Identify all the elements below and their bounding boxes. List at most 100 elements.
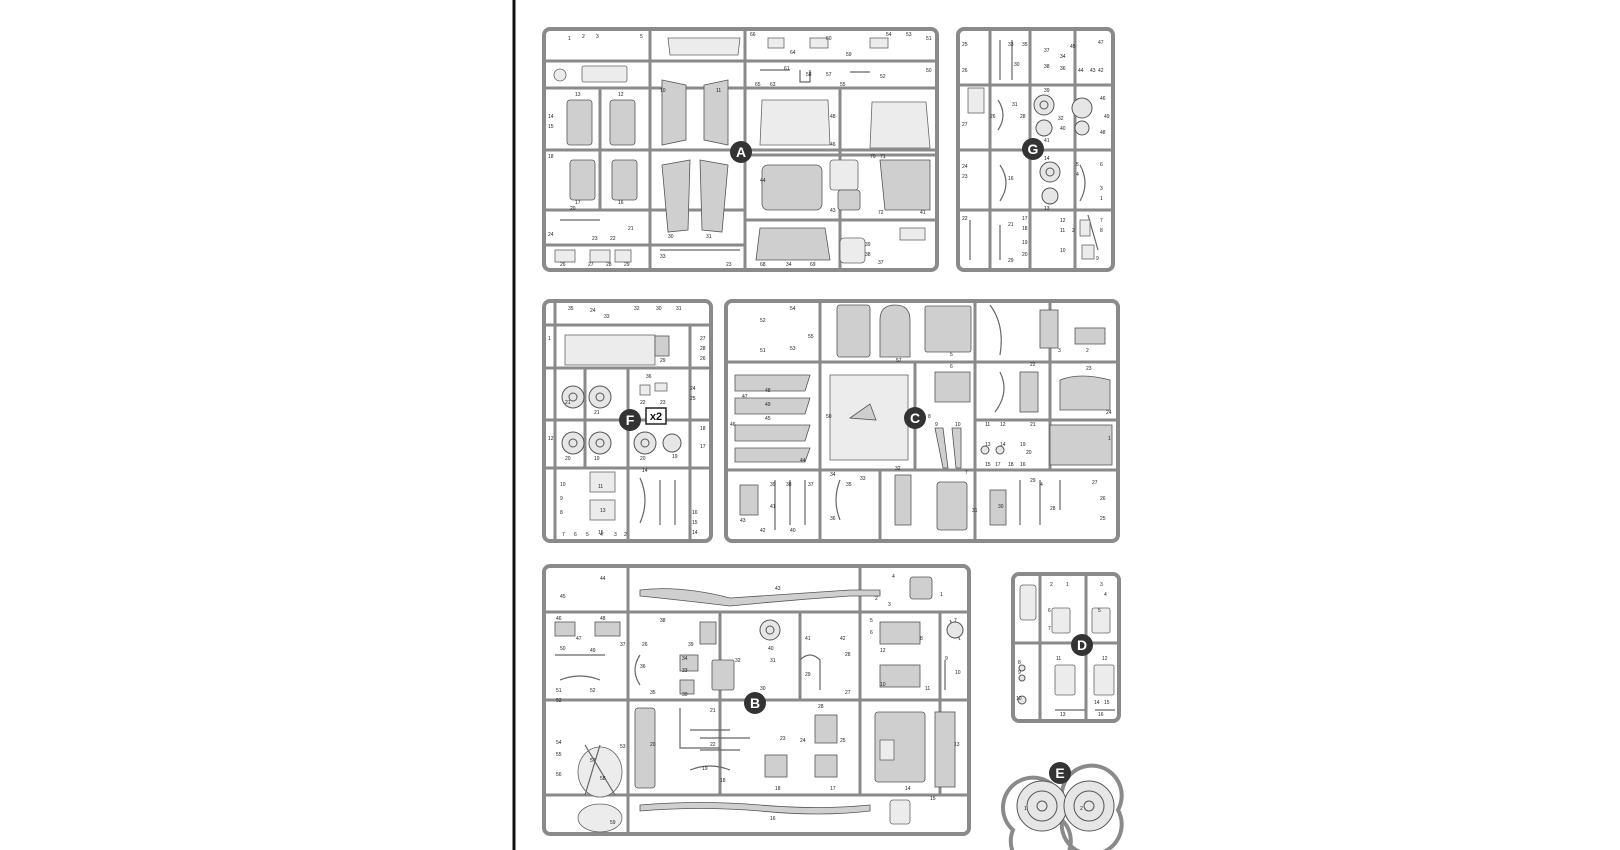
svg-text:17: 17 <box>700 444 706 450</box>
svg-text:28: 28 <box>1050 506 1056 512</box>
svg-text:15: 15 <box>692 520 698 526</box>
svg-text:48: 48 <box>830 114 836 120</box>
svg-text:72: 72 <box>878 210 884 216</box>
svg-text:19: 19 <box>1022 240 1028 246</box>
svg-text:11: 11 <box>716 88 721 94</box>
svg-text:9: 9 <box>945 656 948 662</box>
svg-text:49: 49 <box>590 648 596 654</box>
svg-text:43: 43 <box>775 586 781 592</box>
svg-text:20: 20 <box>1026 450 1032 456</box>
sprue-e-label: E <box>1049 762 1071 784</box>
svg-text:11: 11 <box>925 686 930 692</box>
svg-text:5: 5 <box>640 34 643 40</box>
svg-text:55: 55 <box>840 82 846 88</box>
svg-text:70: 70 <box>870 154 876 160</box>
svg-text:49: 49 <box>765 402 771 408</box>
svg-text:48: 48 <box>765 388 771 394</box>
svg-text:57: 57 <box>590 758 596 764</box>
svg-text:13: 13 <box>1060 712 1066 718</box>
svg-text:1: 1 <box>548 336 551 342</box>
svg-text:12: 12 <box>1000 422 1006 428</box>
svg-text:33: 33 <box>860 476 866 482</box>
svg-text:10: 10 <box>660 88 666 94</box>
svg-text:28: 28 <box>700 346 706 352</box>
svg-text:69: 69 <box>810 262 816 268</box>
sprue-f-multiplier-badge: x2 <box>650 411 662 423</box>
svg-text:43: 43 <box>1090 68 1096 74</box>
svg-text:53: 53 <box>620 744 626 750</box>
svg-text:18: 18 <box>548 154 554 160</box>
svg-text:21: 21 <box>628 226 634 232</box>
svg-text:24: 24 <box>800 738 806 744</box>
svg-text:27: 27 <box>700 336 706 342</box>
svg-text:7: 7 <box>965 470 968 476</box>
svg-text:33: 33 <box>682 668 688 674</box>
svg-text:2: 2 <box>1072 228 1075 234</box>
svg-text:37: 37 <box>878 260 884 266</box>
svg-text:4: 4 <box>892 574 895 580</box>
svg-text:14: 14 <box>548 114 554 120</box>
svg-text:24: 24 <box>1106 410 1112 416</box>
svg-text:26: 26 <box>560 262 566 268</box>
sprue-g-letter: G <box>1028 141 1039 157</box>
svg-text:54: 54 <box>886 32 892 38</box>
svg-text:21: 21 <box>594 410 600 416</box>
svg-text:39: 39 <box>865 242 871 248</box>
sprue-f-label: F x2 <box>619 407 667 431</box>
svg-text:41: 41 <box>920 210 926 216</box>
svg-text:23: 23 <box>592 236 598 242</box>
svg-text:35: 35 <box>650 690 656 696</box>
svg-text:35: 35 <box>568 306 574 312</box>
svg-text:1: 1 <box>568 36 571 42</box>
svg-text:27: 27 <box>962 122 968 128</box>
svg-text:48: 48 <box>1100 130 1106 136</box>
svg-text:65: 65 <box>755 82 761 88</box>
svg-text:31: 31 <box>972 508 978 514</box>
svg-text:12: 12 <box>618 92 624 98</box>
svg-text:30: 30 <box>998 504 1004 510</box>
svg-text:29: 29 <box>805 672 811 678</box>
svg-text:14: 14 <box>1044 156 1050 162</box>
svg-text:1: 1 <box>1100 196 1103 202</box>
svg-text:27: 27 <box>588 262 594 268</box>
svg-text:40: 40 <box>768 646 774 652</box>
svg-text:25: 25 <box>1100 516 1106 522</box>
svg-text:63: 63 <box>770 82 776 88</box>
svg-text:48: 48 <box>600 616 606 622</box>
svg-text:30: 30 <box>760 686 766 692</box>
svg-text:38: 38 <box>1044 64 1050 70</box>
svg-text:23: 23 <box>962 174 968 180</box>
svg-text:39: 39 <box>770 482 776 488</box>
svg-text:54: 54 <box>790 306 796 312</box>
svg-text:6: 6 <box>1048 608 1051 614</box>
svg-text:50: 50 <box>826 414 832 420</box>
svg-text:11: 11 <box>1056 656 1061 662</box>
svg-text:36: 36 <box>640 664 646 670</box>
svg-text:15: 15 <box>548 124 554 130</box>
svg-text:22: 22 <box>710 742 716 748</box>
svg-text:16: 16 <box>1008 176 1014 182</box>
svg-text:22: 22 <box>1030 362 1036 368</box>
sprue-e-letter: E <box>1055 765 1064 781</box>
svg-text:22: 22 <box>962 216 968 222</box>
svg-text:20: 20 <box>570 206 576 212</box>
svg-text:7: 7 <box>1100 218 1103 224</box>
svg-text:6: 6 <box>574 532 577 538</box>
svg-text:55: 55 <box>808 334 814 340</box>
svg-text:39: 39 <box>1044 88 1050 94</box>
svg-text:17: 17 <box>575 200 581 206</box>
svg-text:4: 4 <box>1076 172 1079 178</box>
sprue-c-letter: C <box>910 410 920 426</box>
svg-text:47: 47 <box>742 394 748 400</box>
svg-text:7: 7 <box>1048 626 1051 632</box>
svg-text:14: 14 <box>905 786 911 792</box>
svg-text:19: 19 <box>1020 442 1026 448</box>
svg-text:10: 10 <box>955 670 961 676</box>
svg-text:32: 32 <box>735 658 741 664</box>
svg-text:34: 34 <box>1060 54 1066 60</box>
svg-text:35: 35 <box>846 482 852 488</box>
svg-text:59: 59 <box>846 52 852 58</box>
svg-text:20: 20 <box>650 742 656 748</box>
